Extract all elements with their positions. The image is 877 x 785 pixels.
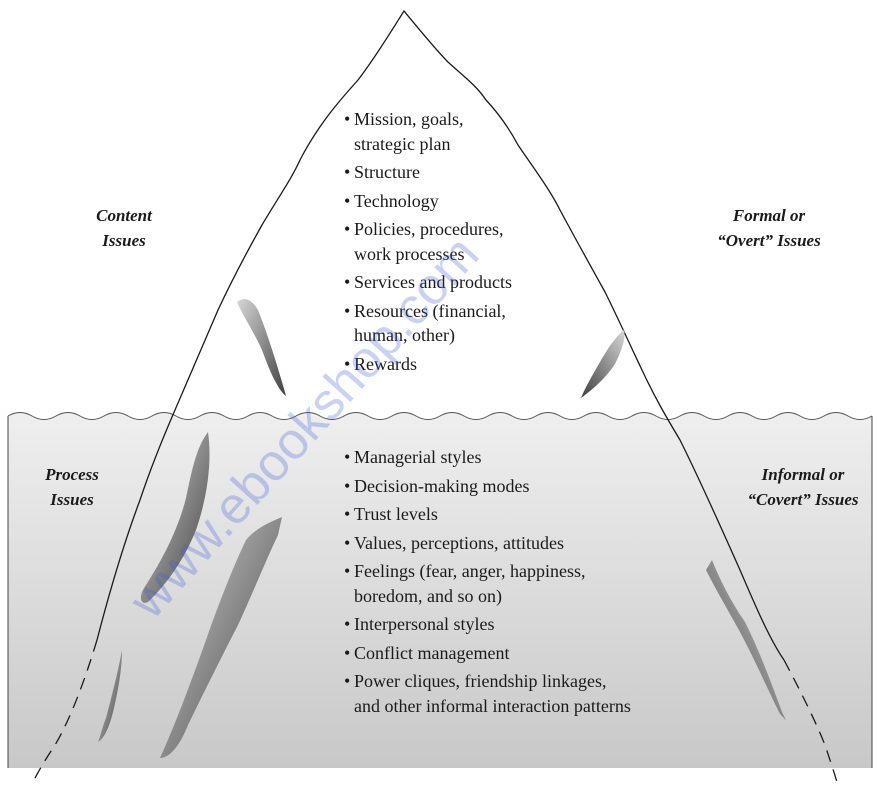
bullet: • — [344, 272, 351, 292]
item-text-continued: boredom, and so on) — [354, 585, 502, 606]
list-item: •Decision-making modes — [344, 474, 631, 499]
crack-above-left — [237, 299, 286, 396]
item-text: Feelings (fear, anger, happiness, — [354, 561, 586, 581]
iceberg-outline-dashed-left — [32, 639, 98, 783]
bullet: • — [344, 162, 351, 182]
crack-above-right — [581, 330, 625, 398]
process-issues-line-2: Issues — [50, 490, 94, 509]
bullet: • — [344, 642, 351, 663]
bullet: • — [344, 219, 351, 239]
list-item: •Values, perceptions, attitudes — [344, 531, 631, 556]
item-text: Rewards — [354, 353, 417, 374]
item-text: Trust levels — [354, 504, 438, 524]
informal-issues-line-2: “Covert” Issues — [747, 490, 859, 509]
list-item: •Conflict management — [344, 641, 631, 666]
above-water-list: •Mission, goals, strategic plan •Structu… — [344, 107, 512, 380]
item-text: Managerial styles — [354, 447, 482, 467]
bullet: • — [344, 614, 351, 634]
list-item: •Structure — [344, 160, 512, 185]
item-text-continued: work processes — [354, 243, 465, 264]
list-item: •Power cliques, friendship linkages, and… — [344, 669, 631, 718]
bullet: • — [344, 504, 351, 524]
item-text-continued: and other informal interaction patterns — [354, 695, 631, 716]
item-text: Decision-making modes — [354, 475, 530, 496]
formal-issues-label: Formal or “Overt” Issues — [698, 203, 840, 253]
below-water-list: •Managerial styles •Decision-making mode… — [344, 445, 631, 722]
list-item: •Trust levels — [344, 502, 631, 527]
item-text: Interpersonal styles — [354, 614, 495, 634]
bullet: • — [344, 300, 351, 321]
bullet: • — [344, 109, 351, 129]
list-item: •Resources (financial, human, other) — [344, 299, 512, 348]
water-surface-line — [7, 412, 873, 420]
item-text: Mission, goals, — [354, 109, 464, 129]
item-text: Technology — [354, 190, 439, 211]
process-issues-line-1: Process — [45, 465, 99, 484]
bullet: • — [344, 447, 351, 467]
item-text: Resources (financial, — [354, 300, 506, 321]
item-text: Values, perceptions, attitudes — [354, 532, 564, 553]
list-item: •Technology — [344, 189, 512, 214]
content-issues-label: Content Issues — [74, 203, 174, 253]
item-text: Structure — [354, 162, 420, 182]
item-text: Services and products — [354, 272, 512, 292]
bullet: • — [344, 475, 351, 496]
iceberg-outline-solid — [96, 9, 785, 661]
crack-below-right — [706, 560, 786, 720]
bullet: • — [344, 671, 351, 691]
item-text: Conflict management — [354, 642, 510, 663]
water-region — [8, 412, 872, 768]
content-issues-line-2: Issues — [102, 231, 146, 250]
list-item: •Policies, procedures, work processes — [344, 217, 512, 266]
iceberg-outline-dashed-right — [783, 659, 838, 783]
item-text: Power cliques, friendship linkages, — [354, 671, 607, 691]
bullet: • — [344, 561, 351, 581]
process-issues-label: Process Issues — [22, 462, 122, 512]
item-text: Policies, procedures, — [354, 219, 504, 239]
item-text-continued: strategic plan — [354, 133, 451, 154]
content-issues-line-1: Content — [96, 206, 152, 225]
list-item: •Mission, goals, strategic plan — [344, 107, 512, 156]
formal-issues-line-1: Formal or — [732, 206, 806, 225]
bullet: • — [344, 190, 351, 211]
crack-below-left-2 — [160, 517, 282, 758]
list-item: •Interpersonal styles — [344, 612, 631, 637]
formal-issues-line-2: “Overt” Issues — [717, 231, 821, 250]
bullet: • — [344, 353, 351, 374]
list-item: •Services and products — [344, 270, 512, 295]
list-item: •Feelings (fear, anger, happiness, bored… — [344, 559, 631, 608]
crack-below-left-1 — [140, 432, 210, 603]
informal-issues-line-1: Informal or — [761, 465, 845, 484]
bullet: • — [344, 532, 351, 553]
item-text-continued: human, other) — [354, 325, 455, 345]
informal-issues-label: Informal or “Covert” Issues — [728, 462, 877, 512]
list-item: •Managerial styles — [344, 445, 631, 470]
list-item: •Rewards — [344, 352, 512, 377]
